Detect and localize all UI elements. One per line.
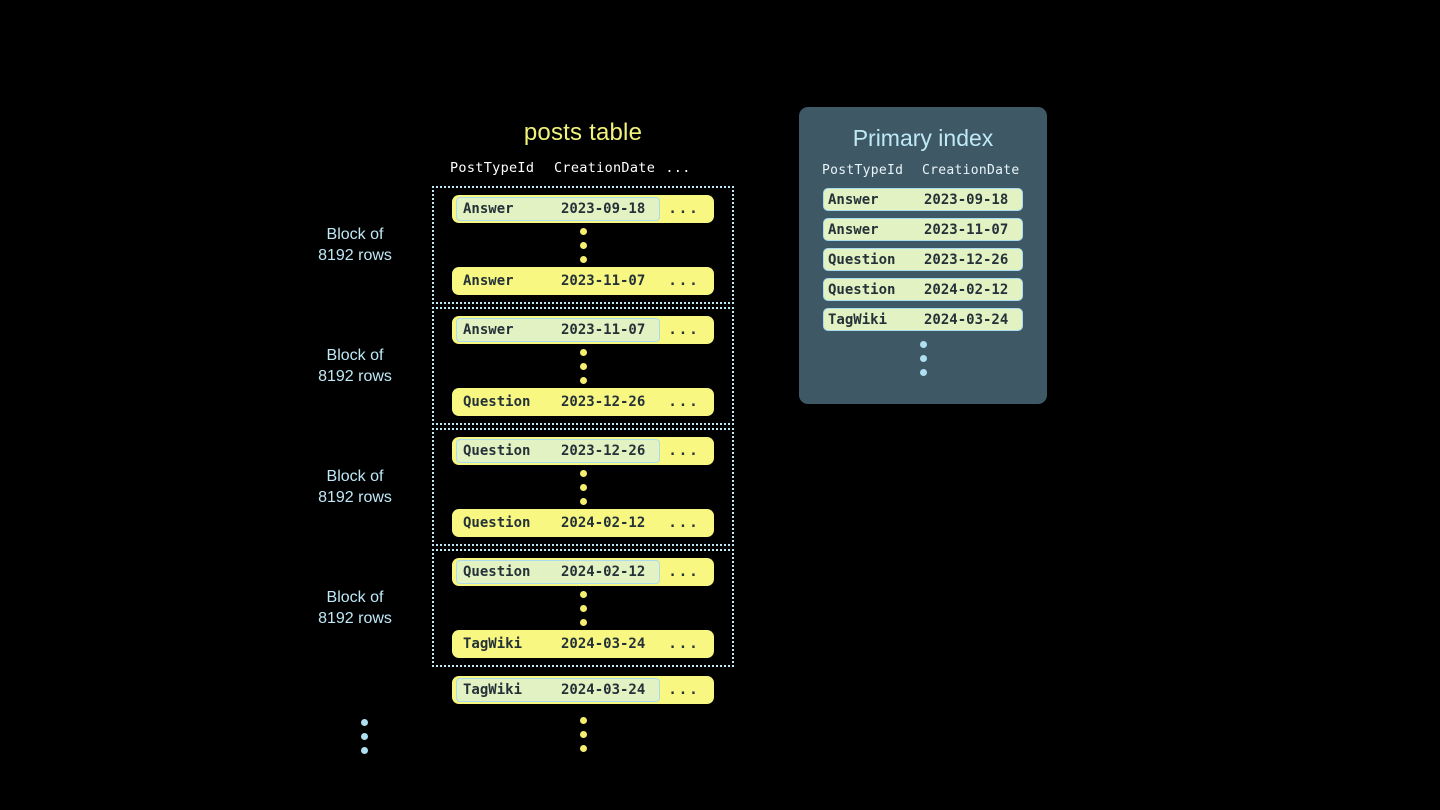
blocks-stack: Block of 8192 rows Answer 2023-09-18 ...… bbox=[318, 186, 734, 667]
block-4: Block of 8192 rows Question 2024-02-12 .… bbox=[318, 549, 734, 667]
cell-more: ... bbox=[668, 322, 700, 338]
cell-creationdate: 2023-11-07 bbox=[924, 221, 1009, 238]
column-header-more: ... bbox=[665, 160, 691, 176]
cell-creationdate: 2023-11-07 bbox=[561, 322, 646, 338]
cell-posttypeid: Answer bbox=[463, 322, 514, 338]
cell-more: ... bbox=[668, 636, 700, 652]
cell-creationdate: 2023-09-18 bbox=[924, 191, 1009, 208]
cell-more: ... bbox=[668, 201, 700, 217]
primary-index-title: Primary index bbox=[852, 125, 994, 151]
posts-table-column-headers: PostTypeId CreationDate ... bbox=[432, 160, 734, 180]
cell-posttypeid: Question bbox=[828, 281, 896, 298]
cell-creationdate: 2023-12-26 bbox=[561, 394, 646, 410]
cell-creationdate: 2024-02-12 bbox=[561, 515, 646, 531]
cell-creationdate: 2024-02-12 bbox=[924, 281, 1009, 298]
cell-creationdate: 2023-09-18 bbox=[561, 201, 646, 217]
cell-creationdate: 2024-02-12 bbox=[561, 564, 646, 580]
table-row: Question 2024-02-12 ... bbox=[452, 558, 714, 586]
cell-more: ... bbox=[668, 443, 700, 459]
block-2: Block of 8192 rows Answer 2023-11-07 ...… bbox=[318, 307, 734, 425]
cell-more: ... bbox=[668, 515, 700, 531]
posts-table-title: posts table bbox=[523, 119, 643, 146]
rows-continue-ellipsis-icon bbox=[432, 712, 734, 756]
table-row: Question 2023-12-26 ... bbox=[452, 388, 714, 416]
index-row: Question 2024-02-12 bbox=[823, 278, 1023, 301]
block-1-label: Block of 8192 rows bbox=[318, 226, 392, 264]
cell-posttypeid: Question bbox=[463, 564, 531, 580]
table-row: Answer 2023-11-07 ... bbox=[452, 267, 714, 295]
table-row: Question 2024-02-12 ... bbox=[452, 509, 714, 537]
primary-index-column-headers: PostTypeId CreationDate bbox=[799, 163, 1047, 183]
table-row: TagWiki 2024-03-24 ... bbox=[452, 630, 714, 658]
cell-creationdate: 2024-03-24 bbox=[561, 682, 646, 698]
column-header-posttypeid: PostTypeId bbox=[450, 160, 535, 176]
cell-more: ... bbox=[668, 394, 700, 410]
cell-more: ... bbox=[668, 682, 700, 698]
column-header-posttypeid: PostTypeId bbox=[822, 163, 904, 178]
cell-posttypeid: Answer bbox=[463, 201, 514, 217]
cell-posttypeid: Question bbox=[463, 394, 531, 410]
index-row: Question 2023-12-26 bbox=[823, 248, 1023, 271]
cell-posttypeid: TagWiki bbox=[828, 311, 888, 328]
trailing-ellipsis-area bbox=[361, 712, 734, 756]
column-header-creationdate: CreationDate bbox=[922, 163, 1020, 178]
cell-more: ... bbox=[668, 273, 700, 289]
posts-table-group: posts table PostTypeId CreationDate ... … bbox=[318, 118, 734, 756]
index-continue-ellipsis-icon bbox=[823, 338, 1023, 378]
cell-posttypeid: TagWiki bbox=[463, 636, 523, 652]
block-2-label: Block of 8192 rows bbox=[318, 347, 392, 385]
vertical-ellipsis-icon bbox=[434, 344, 732, 388]
vertical-ellipsis-icon bbox=[434, 223, 732, 267]
table-row: Question 2023-12-26 ... bbox=[452, 437, 714, 465]
column-header-creationdate: CreationDate bbox=[554, 160, 656, 176]
cell-creationdate: 2024-03-24 bbox=[924, 311, 1009, 328]
cell-creationdate: 2024-03-24 bbox=[561, 636, 646, 652]
vertical-ellipsis-icon bbox=[434, 465, 732, 509]
index-row: Answer 2023-09-18 bbox=[823, 188, 1023, 211]
index-row: TagWiki 2024-03-24 bbox=[823, 308, 1023, 331]
cell-posttypeid: Answer bbox=[828, 221, 879, 238]
cell-creationdate: 2023-12-26 bbox=[561, 443, 646, 459]
primary-index-rows: Answer 2023-09-18 Answer 2023-11-07 Ques… bbox=[799, 188, 1047, 378]
block-4-label: Block of 8192 rows bbox=[318, 589, 392, 627]
cell-posttypeid: Question bbox=[463, 515, 531, 531]
table-row: Answer 2023-09-18 ... bbox=[452, 195, 714, 223]
cell-posttypeid: Question bbox=[463, 443, 531, 459]
table-row-trailing: TagWiki 2024-03-24 ... bbox=[452, 676, 714, 704]
cell-more: ... bbox=[668, 564, 700, 580]
block-1: Block of 8192 rows Answer 2023-09-18 ...… bbox=[318, 186, 734, 304]
cell-creationdate: 2023-12-26 bbox=[924, 251, 1009, 268]
cell-creationdate: 2023-11-07 bbox=[561, 273, 646, 289]
block-3-label: Block of 8192 rows bbox=[318, 468, 392, 506]
block-3: Block of 8192 rows Question 2023-12-26 .… bbox=[318, 428, 734, 546]
primary-index-panel: Primary index PostTypeId CreationDate An… bbox=[799, 107, 1047, 404]
vertical-ellipsis-icon bbox=[434, 586, 732, 630]
index-row: Answer 2023-11-07 bbox=[823, 218, 1023, 241]
cell-posttypeid: Answer bbox=[828, 191, 879, 208]
cell-posttypeid: Answer bbox=[463, 273, 514, 289]
cell-posttypeid: TagWiki bbox=[463, 682, 523, 698]
table-row: Answer 2023-11-07 ... bbox=[452, 316, 714, 344]
cell-posttypeid: Question bbox=[828, 251, 896, 268]
blocks-continue-ellipsis-icon bbox=[361, 714, 368, 758]
